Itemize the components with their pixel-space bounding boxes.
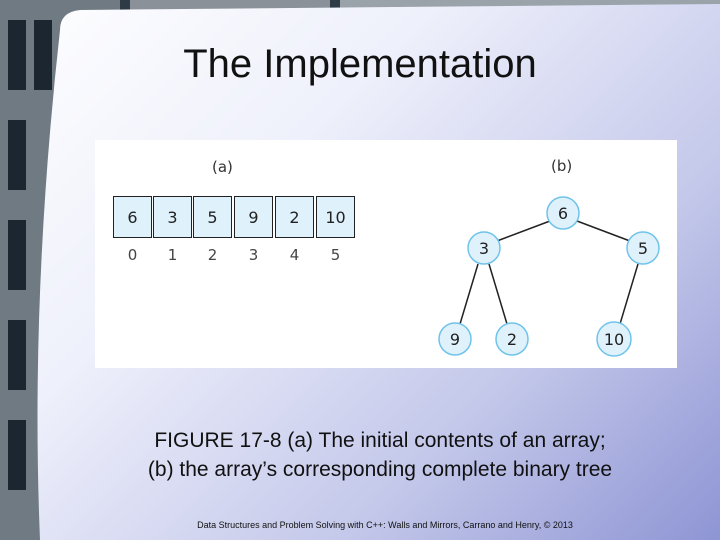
- tree-node-label: 9: [450, 330, 460, 349]
- caption-line-1: FIGURE 17-8 (a) The initial contents of …: [154, 429, 606, 452]
- tree-node: 9: [438, 322, 472, 356]
- tree-edge: [488, 263, 508, 325]
- array-index: 4: [289, 246, 300, 264]
- caption-line-2: (b) the array’s corresponding complete b…: [147, 458, 613, 481]
- array-cell: 2: [275, 196, 314, 238]
- tree-node: 6: [546, 196, 580, 230]
- slide-title: The Implementation: [183, 42, 537, 86]
- figure-caption: FIGURE 17-8 (a) The initial contents of …: [90, 426, 670, 484]
- figure-label-a: (a): [212, 158, 233, 176]
- slide-footer: Data Structures and Problem Solving with…: [197, 520, 573, 530]
- array-cell: 6: [113, 196, 152, 238]
- tree-node-label: 5: [638, 239, 648, 258]
- array-index: 5: [330, 246, 341, 264]
- figure-label-b: (b): [551, 157, 573, 175]
- array-index: 0: [127, 246, 138, 264]
- tree-edge: [496, 220, 551, 242]
- tree-node: 2: [495, 322, 529, 356]
- array-cell: 5: [193, 196, 232, 238]
- tree-edge: [576, 220, 631, 242]
- array-cell: 10: [316, 196, 355, 238]
- tree-node-label: 3: [479, 239, 489, 258]
- array-index: 3: [248, 246, 259, 264]
- tree-edge: [459, 263, 479, 325]
- array-index: 2: [207, 246, 218, 264]
- tree-node-label: 6: [558, 204, 568, 223]
- array-index: 1: [167, 246, 178, 264]
- tree-node: 3: [467, 231, 501, 265]
- figure-area: [95, 140, 677, 368]
- tree-edge: [619, 263, 639, 325]
- array-cell: 3: [153, 196, 192, 238]
- tree-node-label: 2: [507, 330, 517, 349]
- tree-node: 10: [596, 321, 632, 357]
- tree-node: 5: [626, 231, 660, 265]
- array-cell: 9: [234, 196, 273, 238]
- tree-node-label: 10: [604, 330, 624, 349]
